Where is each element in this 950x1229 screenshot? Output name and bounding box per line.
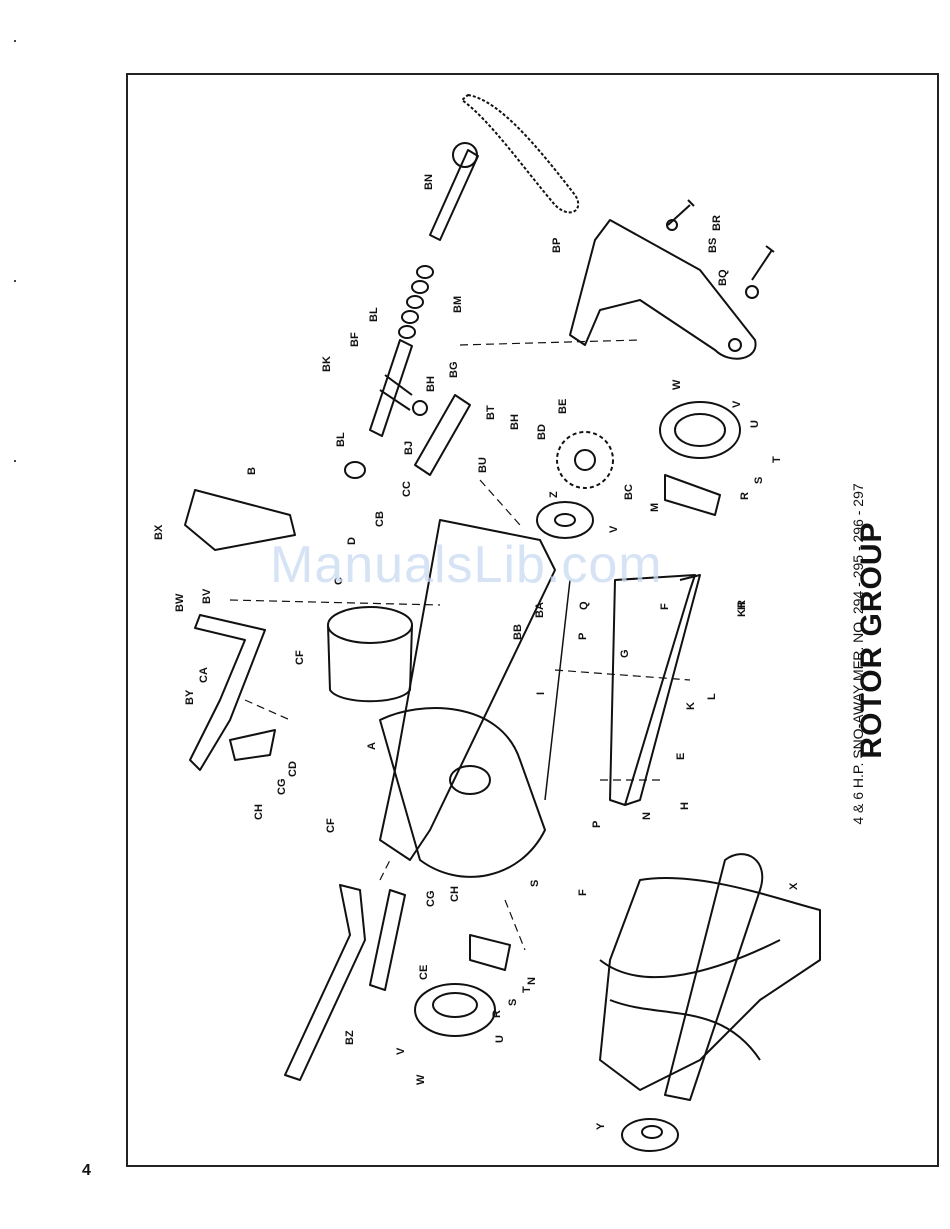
part-label: R: [739, 492, 751, 500]
part-label: W: [415, 1074, 427, 1085]
part-label: U: [749, 420, 761, 428]
part-label: Z: [548, 491, 560, 498]
bolt: [668, 200, 694, 225]
part-label: P: [577, 633, 589, 640]
page-subtitle: 4 & 6 H.P. SNO-AWAY MFR. NO. 294 - 295 -…: [850, 483, 866, 824]
part-label: W: [671, 379, 683, 390]
part-label: BM: [452, 296, 464, 313]
bearing-plate-bottom: [470, 935, 510, 970]
part-label: BL: [368, 307, 380, 322]
part-label: N: [526, 977, 538, 985]
part-label: N: [641, 812, 653, 820]
part-label: I: [535, 692, 547, 695]
part-label: T: [521, 986, 533, 993]
part-label: Q: [578, 601, 590, 610]
bearing-plate: [665, 475, 720, 515]
part-label: CH: [253, 804, 265, 820]
part-label: BJ: [403, 441, 415, 455]
part-label: S: [529, 880, 541, 887]
part-label: BU: [477, 457, 489, 473]
part-label: BF: [349, 332, 361, 347]
part-label: S: [507, 999, 519, 1006]
part-label: B: [246, 467, 258, 475]
part-label: L: [706, 693, 718, 700]
chain-guard-bracket: [570, 220, 756, 359]
part-label: BK: [321, 356, 333, 372]
part-label: BG: [448, 362, 460, 379]
part-label: F: [577, 889, 589, 896]
part-label: BY: [184, 689, 196, 705]
part-label: BH: [509, 414, 521, 430]
drive-chain: [462, 95, 578, 212]
pulley-bottom: [415, 984, 495, 1036]
part-label: BH: [425, 376, 437, 392]
part-label: E: [675, 753, 687, 760]
bearing-flange-bottom: [622, 1119, 678, 1151]
part-label: CH: [449, 886, 461, 902]
part-label: CB: [374, 511, 386, 527]
part-label: T: [771, 456, 783, 463]
part-label: BE: [557, 399, 569, 414]
part-label: K: [736, 609, 748, 617]
handle-bracket-right: [190, 615, 265, 770]
clip: [230, 730, 275, 760]
side-rail: [610, 575, 695, 805]
watermark: ManualsLib.com: [270, 535, 663, 595]
handle-bracket-left: [285, 885, 365, 1080]
part-label: BZ: [344, 1030, 356, 1045]
part-label: CF: [325, 818, 337, 833]
part-label: K: [685, 702, 697, 710]
bolt: [752, 246, 774, 280]
part-label: BL: [335, 432, 347, 447]
part-labels: A B C D E F F G H H I K K L M N N P P Q …: [153, 174, 800, 1130]
part-label: BB: [512, 624, 524, 640]
part-label: Y: [595, 1122, 607, 1130]
pulley: [660, 402, 740, 458]
part-label: BC: [623, 484, 635, 500]
part-label: CG: [276, 779, 288, 796]
part-label: CC: [401, 481, 413, 497]
part-label: CE: [418, 965, 430, 980]
part-label: BD: [536, 424, 548, 440]
part-label: H: [679, 802, 691, 810]
part-label: BQ: [717, 269, 729, 286]
part-label: A: [366, 742, 378, 750]
part-label: P: [591, 821, 603, 828]
support-bar: [370, 890, 405, 990]
part-label: S: [753, 477, 765, 484]
bearing-shaft: [370, 340, 412, 436]
part-label: BV: [201, 588, 213, 604]
auger-flighting: [600, 878, 820, 1090]
part-label: G: [619, 649, 631, 658]
part-label: BX: [153, 524, 165, 540]
part-label: BR: [711, 215, 723, 231]
part-label: R: [736, 600, 748, 608]
part-label: BW: [174, 593, 186, 612]
part-label: R: [491, 1010, 503, 1018]
part-label: U: [494, 1035, 506, 1043]
part-label: CD: [287, 761, 299, 777]
part-label: CG: [425, 891, 437, 908]
part-label: BA: [534, 602, 546, 618]
part-label: V: [731, 400, 743, 408]
large-sprocket: [557, 432, 613, 488]
part-label: V: [395, 1047, 407, 1055]
part-label: BS: [707, 238, 719, 253]
part-label: CA: [198, 667, 210, 683]
page-number: 4: [82, 1162, 91, 1180]
support-bracket: [415, 395, 470, 475]
part-label: BP: [551, 238, 563, 253]
sprocket-shaft: [430, 150, 478, 240]
part-label: BN: [423, 174, 435, 190]
part-label: F: [659, 603, 671, 610]
part-label: X: [788, 882, 800, 890]
bearing-flange: [537, 502, 593, 538]
part-label: V: [608, 525, 620, 533]
auger-housing-collar: [328, 607, 412, 643]
part-label: CF: [294, 650, 306, 665]
part-label: M: [649, 503, 661, 512]
tie-rod: [545, 580, 570, 800]
part-label: BT: [485, 405, 497, 420]
